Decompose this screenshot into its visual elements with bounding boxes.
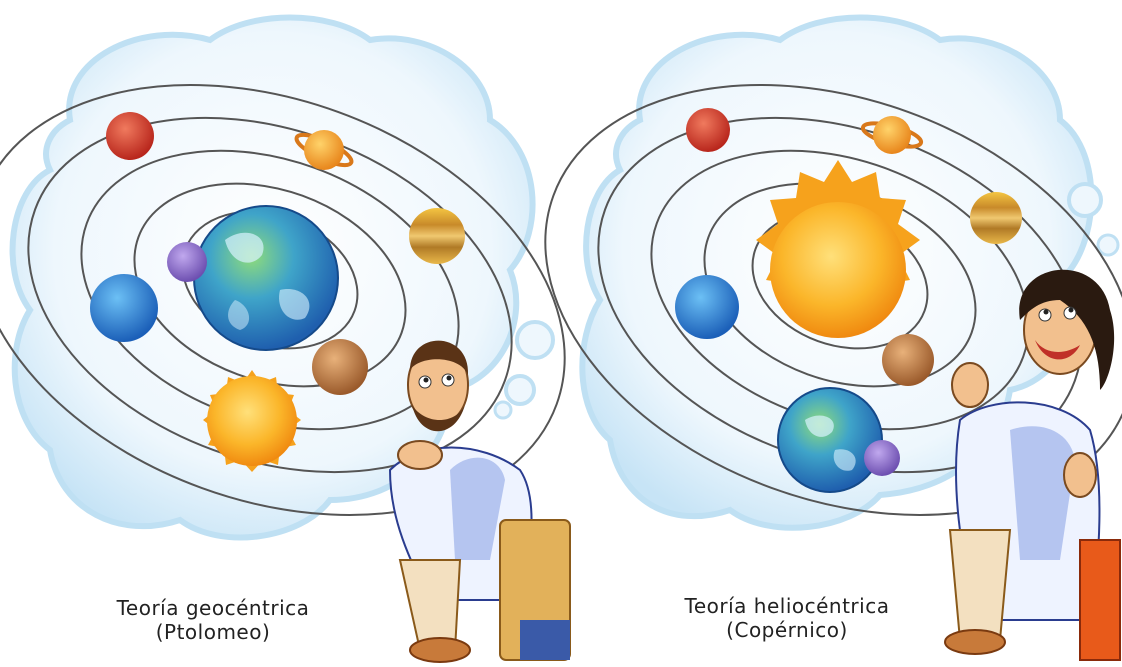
geocentric-panel bbox=[0, 8, 625, 662]
heliocentric-panel bbox=[485, 8, 1122, 660]
mars-planet bbox=[686, 108, 730, 152]
brown-planet bbox=[312, 339, 368, 395]
heliocentric-author: (Copérnico) bbox=[652, 618, 922, 642]
blue-planet bbox=[90, 274, 158, 342]
jupiter-planet bbox=[409, 208, 465, 264]
earth-center-planet bbox=[194, 206, 338, 350]
geocentric-caption: Teoría geocéntrica (Ptolomeo) bbox=[78, 596, 348, 644]
ptolemy-figure bbox=[390, 341, 570, 662]
earth-planet bbox=[778, 388, 882, 492]
purple-moon bbox=[864, 440, 900, 476]
geocentric-author: (Ptolomeo) bbox=[78, 620, 348, 644]
jupiter-planet bbox=[970, 192, 1022, 244]
heliocentric-caption: Teoría heliocéntrica (Copérnico) bbox=[652, 594, 922, 642]
heliocentric-title: Teoría heliocéntrica bbox=[652, 594, 922, 618]
geocentric-title: Teoría geocéntrica bbox=[78, 596, 348, 620]
mars-planet bbox=[106, 112, 154, 160]
purple-moon bbox=[167, 242, 207, 282]
blue-planet bbox=[675, 275, 739, 339]
brown-planet bbox=[882, 334, 934, 386]
